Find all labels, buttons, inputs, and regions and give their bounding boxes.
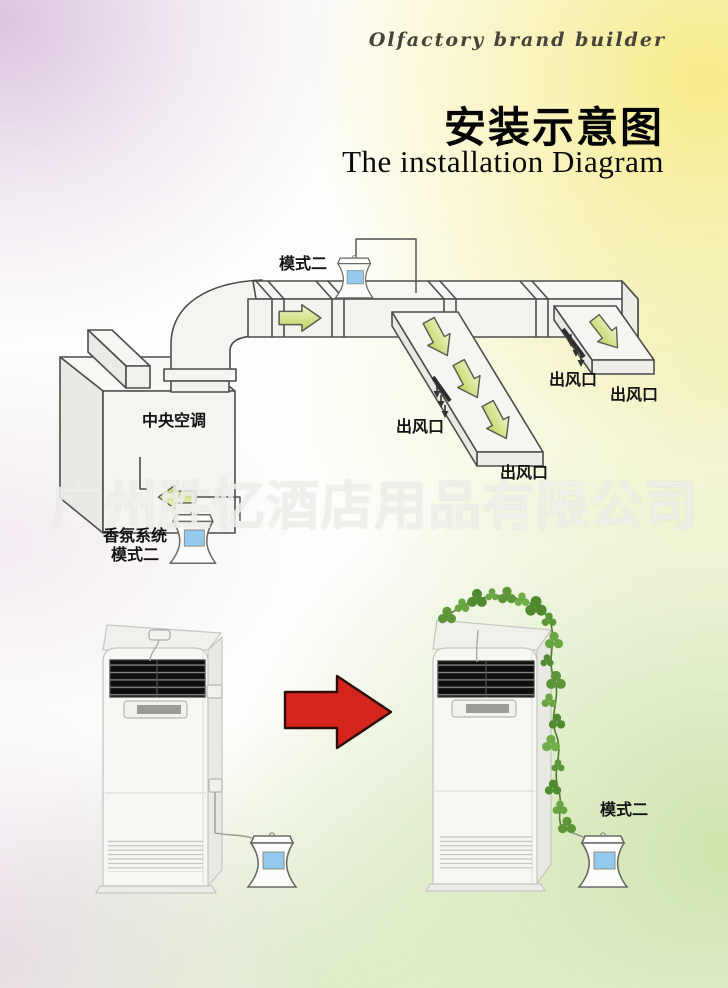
duct-flange — [315, 280, 345, 337]
cabinet-ac-right — [424, 619, 553, 892]
transition-arrow-icon — [283, 674, 393, 750]
vine-leaf-icon — [467, 588, 487, 607]
mounting-wire — [355, 238, 417, 293]
vine-leaf-icon — [485, 588, 499, 601]
vent-grille-marks — [431, 327, 586, 403]
cabinet-ac-left — [94, 624, 253, 894]
vine-leaf-icon — [514, 592, 530, 606]
ac-internal-pipe — [139, 457, 147, 490]
bottom-scene — [94, 586, 628, 894]
duct-elbow — [170, 279, 263, 374]
label-outlet: 出风口 — [549, 372, 598, 389]
diffuser-device — [334, 254, 374, 299]
duct-stub — [170, 380, 230, 393]
page-subtitle: The installation Diagram — [342, 144, 664, 179]
diffuser-device — [578, 831, 628, 888]
label-mode2-bottom: 模式二 — [600, 802, 649, 819]
duct-flange-band — [163, 368, 237, 382]
label-fragrance-system: 香氛系统 模式二 — [97, 527, 173, 565]
label-fragrance-line2: 模式二 — [110, 547, 159, 564]
page-title: 安装示意图 — [443, 106, 664, 152]
diffuser-device — [247, 831, 297, 888]
duct-flange — [519, 280, 549, 337]
vine-leaf-icon — [525, 596, 547, 616]
label-central-ac: 中央空调 — [142, 413, 207, 430]
label-outlet: 出风口 — [610, 387, 659, 404]
diffuser-wire — [196, 496, 241, 521]
label-fragrance-line1: 香氛系统 — [102, 528, 167, 545]
company-watermark: 广州胜忆酒店用品有限公司 — [50, 477, 698, 536]
vine-leaf-icon — [497, 586, 517, 604]
ac-top-beam — [87, 329, 151, 389]
vine-leaf-icon — [551, 759, 565, 772]
label-mode2-top: 模式二 — [279, 256, 328, 273]
brand-script-text: Olfactory brand builder — [368, 29, 666, 51]
label-outlet: 出风口 — [396, 419, 445, 436]
vine-leaf-icon — [454, 598, 470, 612]
duct-diagram — [59, 238, 655, 565]
label-outlet: 出风口 — [500, 465, 549, 482]
